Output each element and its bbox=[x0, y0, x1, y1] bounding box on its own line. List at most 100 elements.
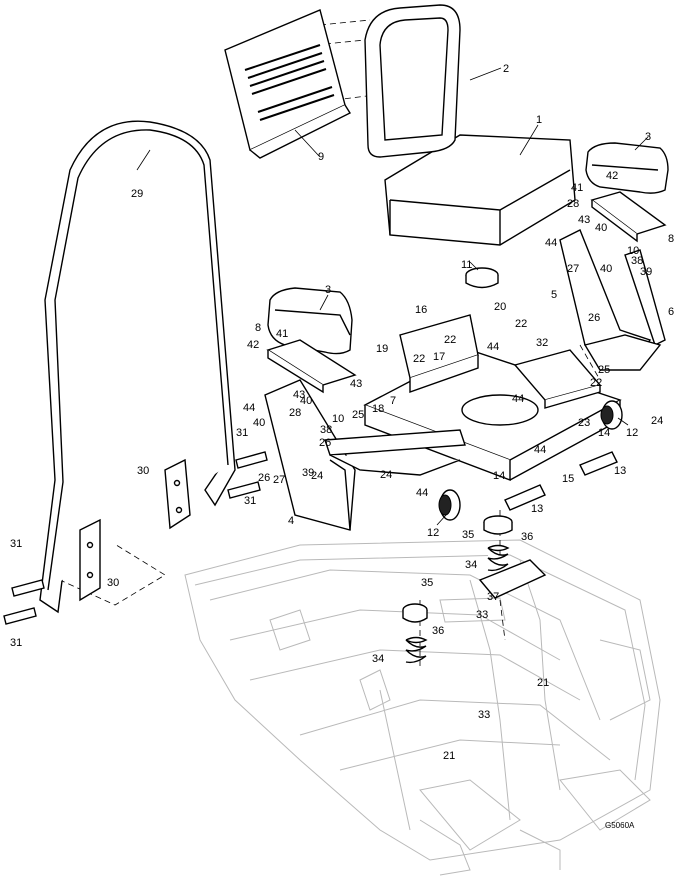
callout-label: 39 bbox=[640, 266, 652, 278]
callout-label: 33 bbox=[476, 609, 488, 621]
callout-label: 27 bbox=[273, 474, 285, 486]
callout-label: 44 bbox=[487, 341, 499, 353]
strap-24 bbox=[324, 429, 466, 476]
callout-label: 31 bbox=[236, 427, 248, 439]
callout-label: 40 bbox=[300, 395, 312, 407]
callout-label: 13 bbox=[614, 465, 626, 477]
callout-label: 13 bbox=[531, 503, 543, 515]
callout-label: 21 bbox=[537, 677, 549, 689]
callout-label: 40 bbox=[253, 417, 265, 429]
callout-label: 41 bbox=[276, 328, 288, 340]
callout-label: 26 bbox=[258, 472, 270, 484]
callout-label: 8 bbox=[255, 322, 261, 334]
callout-label: 42 bbox=[247, 339, 259, 351]
spring-upper bbox=[487, 544, 510, 572]
callout-label: 43 bbox=[350, 378, 362, 390]
callout-label: 12 bbox=[427, 527, 439, 539]
mount-bracket-37 bbox=[478, 559, 547, 599]
bumper-12-right bbox=[600, 400, 623, 430]
callout-label: 38 bbox=[320, 424, 332, 436]
callout-label: 39 bbox=[302, 467, 314, 479]
lap-bar-arm-right bbox=[583, 249, 666, 371]
callout-label: 29 bbox=[131, 188, 143, 200]
callout-label: 40 bbox=[595, 222, 607, 234]
callout-label: 1 bbox=[536, 114, 542, 126]
callout-label: 8 bbox=[668, 233, 674, 245]
callout-label: 35 bbox=[462, 529, 474, 541]
callout-label: 18 bbox=[372, 403, 384, 415]
callout-label: 17 bbox=[433, 351, 445, 363]
callout-label: 44 bbox=[534, 444, 546, 456]
callout-label: 2 bbox=[503, 63, 509, 75]
isolator-upper bbox=[483, 515, 513, 535]
mower-frame-ghost bbox=[184, 539, 661, 876]
callout-labels: 1 2 3 3 4 5 6 7 8 8 9 10 10 11 12 12 13 … bbox=[10, 63, 674, 762]
callout-label: 33 bbox=[478, 709, 490, 721]
callout-label: 9 bbox=[318, 151, 324, 163]
callout-label: 22 bbox=[515, 318, 527, 330]
seat-backrest bbox=[364, 4, 461, 158]
callout-label: 15 bbox=[562, 473, 574, 485]
callout-label: 41 bbox=[571, 182, 583, 194]
callout-label: 21 bbox=[443, 750, 455, 762]
leader-lines bbox=[136, 67, 649, 526]
callout-label: 22 bbox=[444, 334, 456, 346]
callout-label: 14 bbox=[598, 427, 610, 439]
callout-label: 26 bbox=[588, 312, 600, 324]
callout-label: 38 bbox=[631, 255, 643, 267]
isolator-lower bbox=[402, 603, 428, 623]
seat-slide-rail-left bbox=[399, 314, 479, 393]
drawing-code: G5060A bbox=[605, 821, 635, 830]
callout-label: 7 bbox=[390, 395, 396, 407]
callout-label: 31 bbox=[244, 495, 256, 507]
callout-label: 23 bbox=[578, 417, 590, 429]
seat-cushion bbox=[384, 134, 576, 246]
callout-label: 24 bbox=[651, 415, 663, 427]
callout-label: 25 bbox=[352, 409, 364, 421]
armrest-bracket-right bbox=[590, 191, 667, 243]
seat-switch bbox=[465, 267, 499, 289]
callout-label: 10 bbox=[332, 413, 344, 425]
callout-label: 12 bbox=[626, 427, 638, 439]
callout-label: 16 bbox=[415, 304, 427, 316]
armrest-right bbox=[585, 142, 669, 194]
roll-bar-bracket-upper bbox=[164, 458, 191, 530]
callout-label: 20 bbox=[494, 301, 506, 313]
callout-label: 44 bbox=[416, 487, 428, 499]
callout-label: 22 bbox=[590, 377, 602, 389]
callout-label: 14 bbox=[493, 470, 505, 482]
callout-label: 19 bbox=[376, 343, 388, 355]
callout-label: 42 bbox=[606, 170, 618, 182]
callout-label: 34 bbox=[465, 559, 477, 571]
callout-label: 43 bbox=[293, 389, 305, 401]
callout-label: 44 bbox=[243, 402, 255, 414]
callout-label: 4 bbox=[288, 515, 294, 527]
callout-label: 36 bbox=[521, 531, 533, 543]
callout-label: 22 bbox=[413, 353, 425, 365]
callout-label: 25 bbox=[598, 364, 610, 376]
callout-label: 35 bbox=[421, 577, 433, 589]
armrest-bracket-left bbox=[266, 339, 357, 394]
callout-label: 3 bbox=[645, 131, 651, 143]
callout-label: 3 bbox=[325, 284, 331, 296]
callout-label: 43 bbox=[578, 214, 590, 226]
callout-label: 11 bbox=[461, 259, 472, 271]
bumper-12-lower bbox=[438, 489, 461, 521]
roll-bar-bracket-lower bbox=[79, 518, 101, 602]
callout-label: 34 bbox=[372, 653, 384, 665]
callout-label: 30 bbox=[107, 577, 119, 589]
callout-label: 37 bbox=[487, 591, 499, 603]
callout-label: 6 bbox=[668, 306, 674, 318]
back-plate bbox=[224, 9, 352, 159]
spring-lower bbox=[405, 636, 428, 664]
callout-label: 30 bbox=[137, 465, 149, 477]
callout-label: 10 bbox=[627, 245, 639, 257]
callout-label: 31 bbox=[10, 538, 22, 550]
armrest-left bbox=[267, 287, 353, 355]
callout-label: 24 bbox=[311, 470, 323, 482]
callout-label: 28 bbox=[289, 407, 301, 419]
callout-label: 26 bbox=[319, 437, 331, 449]
callout-label: 31 bbox=[10, 637, 22, 649]
callout-label: 24 bbox=[380, 469, 392, 481]
